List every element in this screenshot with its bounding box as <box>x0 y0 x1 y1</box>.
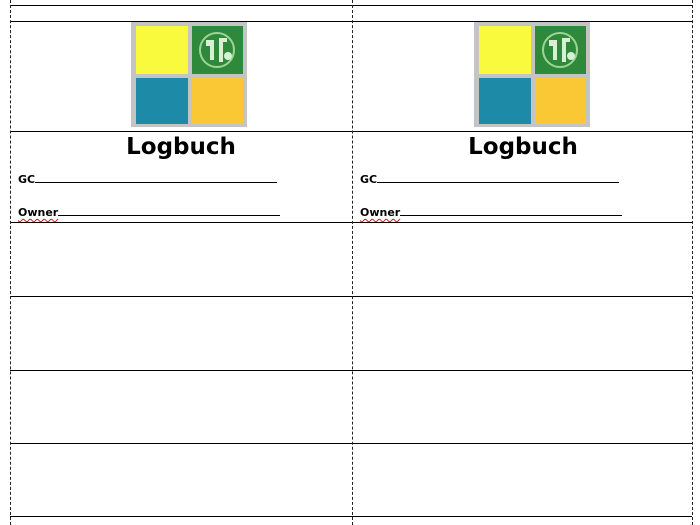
top-border <box>10 5 692 6</box>
log-entry-row[interactable] <box>11 297 351 369</box>
owner-field: Owner <box>360 206 623 219</box>
log-entry-row[interactable] <box>11 371 351 442</box>
header-divider <box>10 21 692 22</box>
geocache-emblem-icon <box>542 32 578 68</box>
owner-label: Owner <box>360 206 401 219</box>
log-entry-row[interactable] <box>11 444 351 515</box>
log-entry-row[interactable] <box>353 444 691 515</box>
row-divider <box>10 443 692 444</box>
logo-blue-square <box>136 78 188 124</box>
log-entry-row[interactable] <box>11 223 351 295</box>
logo-yellow-square <box>479 26 531 74</box>
log-entry-row[interactable] <box>353 297 691 369</box>
cut-line-right <box>692 0 693 525</box>
gc-field: GC <box>360 173 620 186</box>
owner-label: Owner <box>18 206 59 219</box>
logo-gold-square <box>535 78 586 124</box>
geocache-emblem-icon <box>199 32 235 68</box>
gc-label: GC <box>18 173 36 186</box>
cut-line-middle <box>352 0 353 525</box>
row-divider <box>10 296 692 297</box>
owner-input-line[interactable] <box>400 206 623 216</box>
card-title: Logbuch <box>468 134 578 160</box>
row-divider <box>10 370 692 371</box>
logo-yellow-square <box>136 26 188 74</box>
owner-input-line[interactable] <box>58 206 281 216</box>
title-divider <box>10 222 692 223</box>
cut-line-left <box>10 0 11 525</box>
owner-field: Owner <box>18 206 281 219</box>
log-entry-row[interactable] <box>353 371 691 442</box>
gc-field: GC <box>18 173 278 186</box>
logo-blue-square <box>479 78 531 124</box>
card-title: Logbuch <box>126 134 236 160</box>
logo-divider <box>10 131 692 132</box>
gc-input-line[interactable] <box>377 173 620 183</box>
log-entry-row[interactable] <box>353 223 691 295</box>
row-divider <box>10 516 692 517</box>
logo-green-square <box>192 26 243 74</box>
geocache-logo <box>131 22 247 127</box>
logo-green-square <box>535 26 586 74</box>
gc-input-line[interactable] <box>35 173 278 183</box>
gc-label: GC <box>360 173 378 186</box>
geocache-logo <box>474 22 590 127</box>
logo-gold-square <box>192 78 243 124</box>
